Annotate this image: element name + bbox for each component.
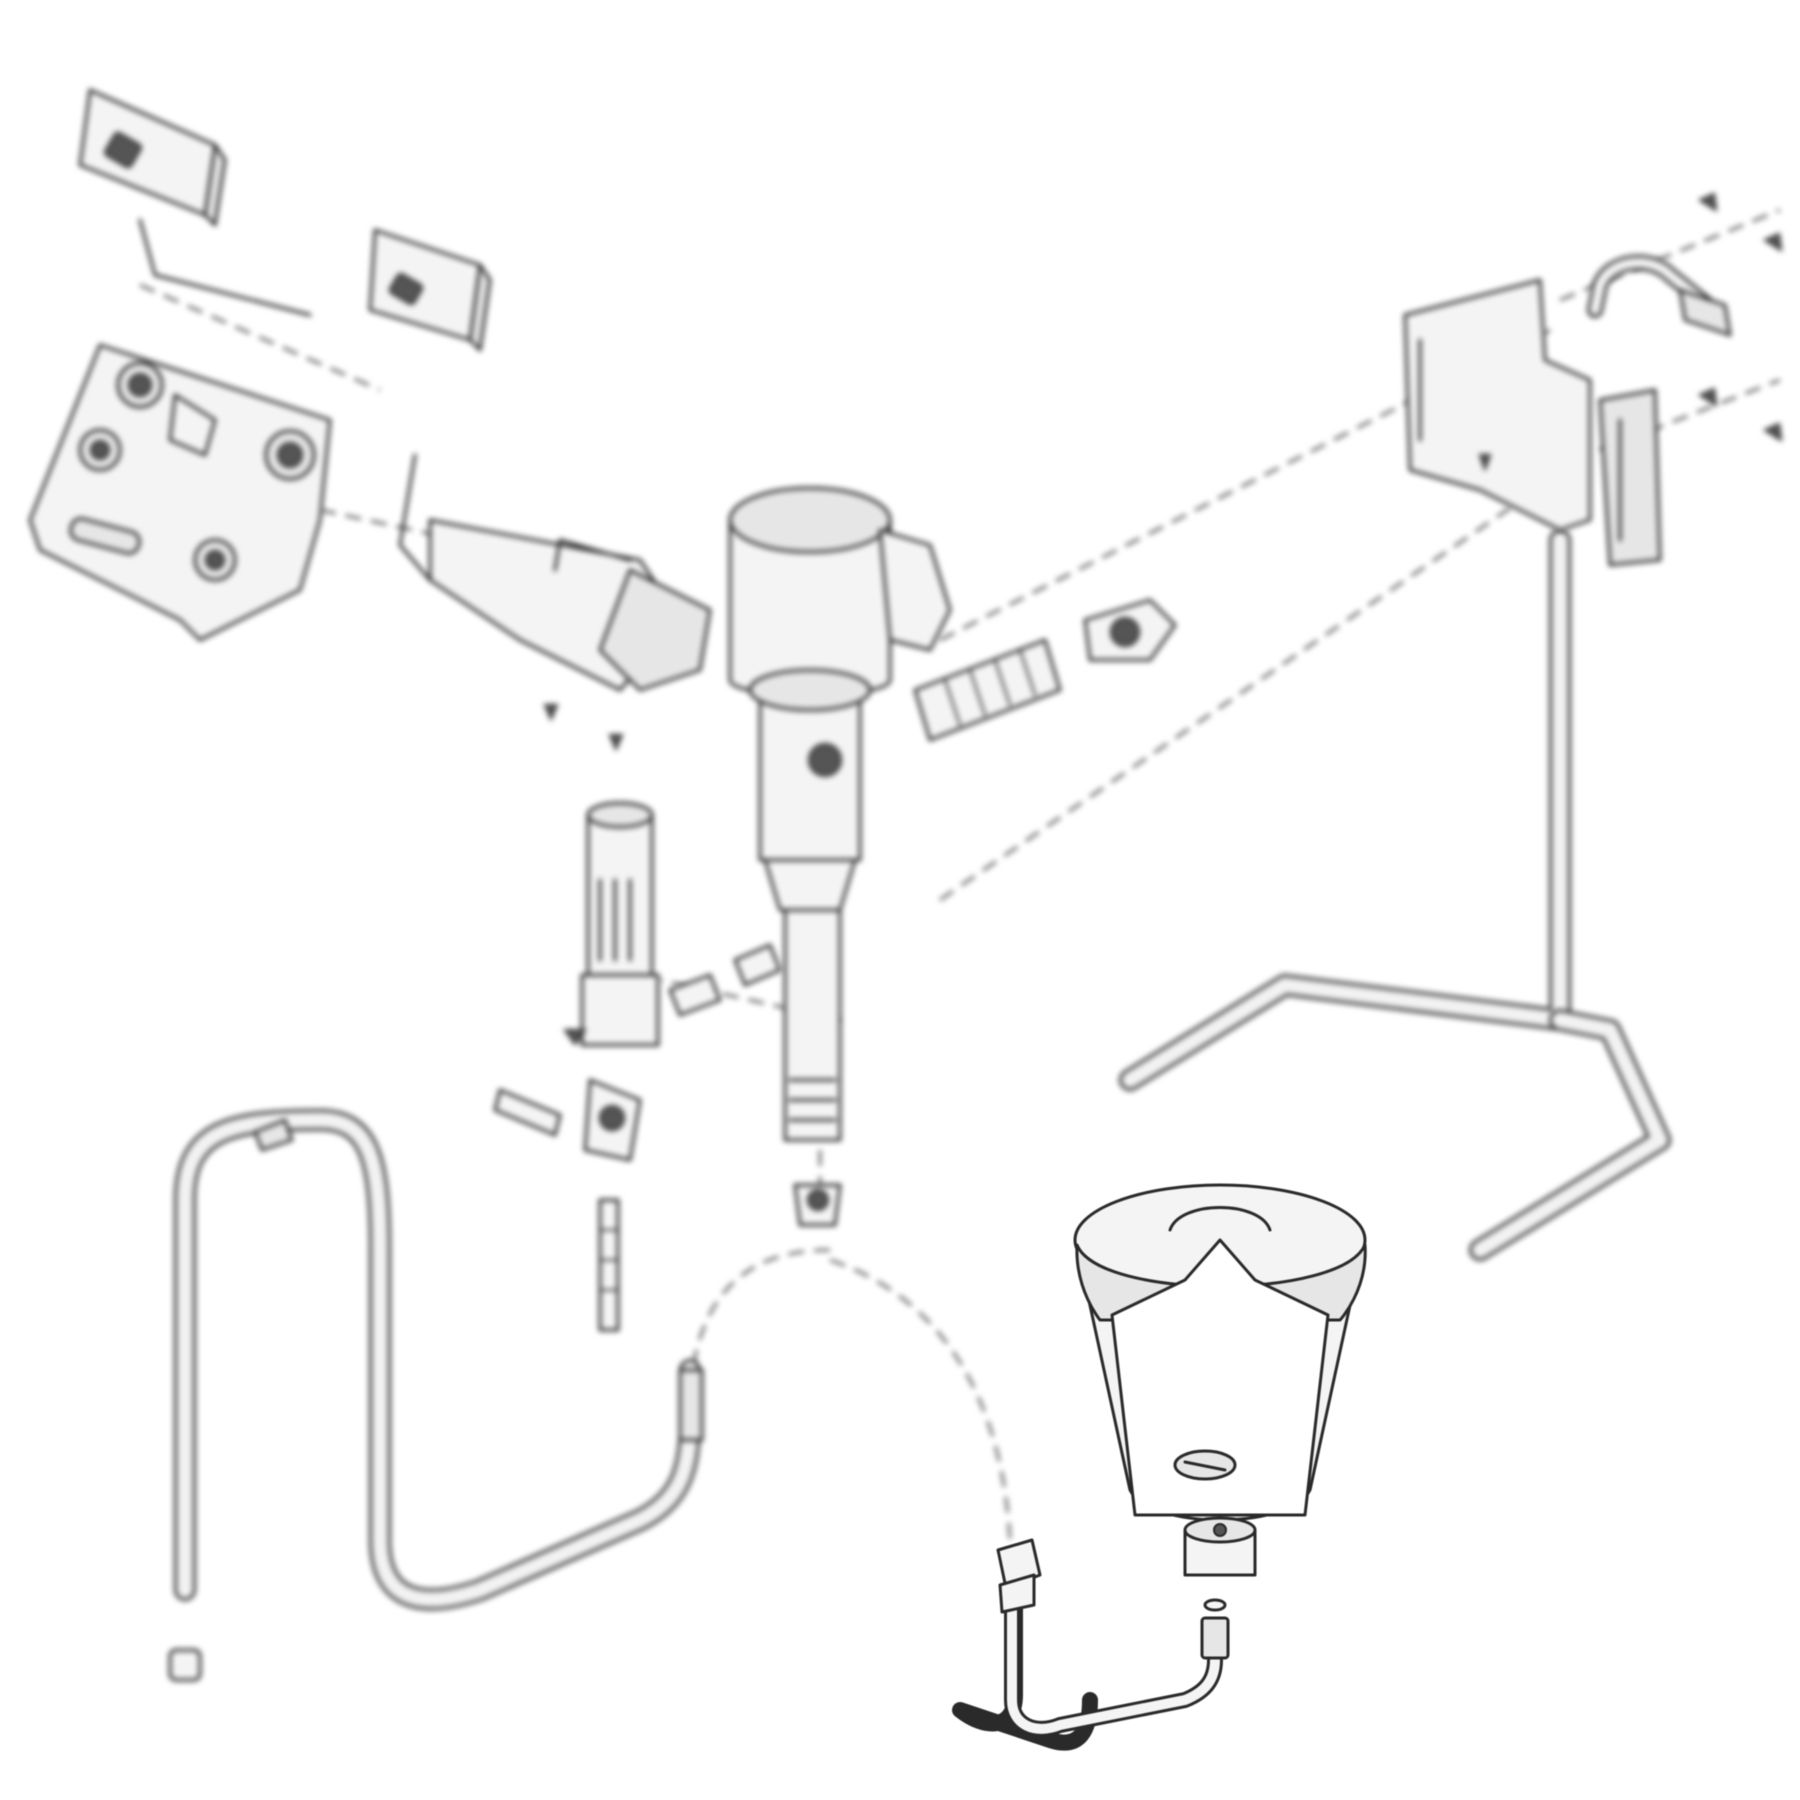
guide-line-pump-top [939,328,1551,642]
pump [728,486,952,1142]
stand-bracket [1403,278,1662,567]
screw [1697,387,1718,407]
hopper [1073,1183,1367,1577]
drain-valve [493,1078,642,1332]
suction-tube [168,1109,704,1682]
filter-fittings [668,943,782,1017]
supply-hose [952,1538,1230,1751]
screw [1762,422,1783,442]
spring [913,638,1062,742]
air-control-panel [28,343,332,642]
pump-fitting [793,1183,842,1227]
stand [1119,529,1671,1261]
label-plate-upper-left [78,88,227,227]
guide-line-hose-b [829,1258,1012,1541]
fluid-filter [563,801,660,1047]
screw [1697,192,1718,212]
screw [1762,232,1783,252]
stand-hooks [1587,254,1732,337]
label-plate-upper-right [368,228,492,352]
o-ring [1203,1598,1227,1612]
label-wire [138,218,312,317]
air-valve [1083,598,1177,662]
screws [1697,192,1783,442]
mounting-bracket [398,453,712,752]
guide-line-label [139,283,381,392]
guide-line-hose-a [688,1248,831,1391]
hose-fitting [1200,1616,1230,1660]
